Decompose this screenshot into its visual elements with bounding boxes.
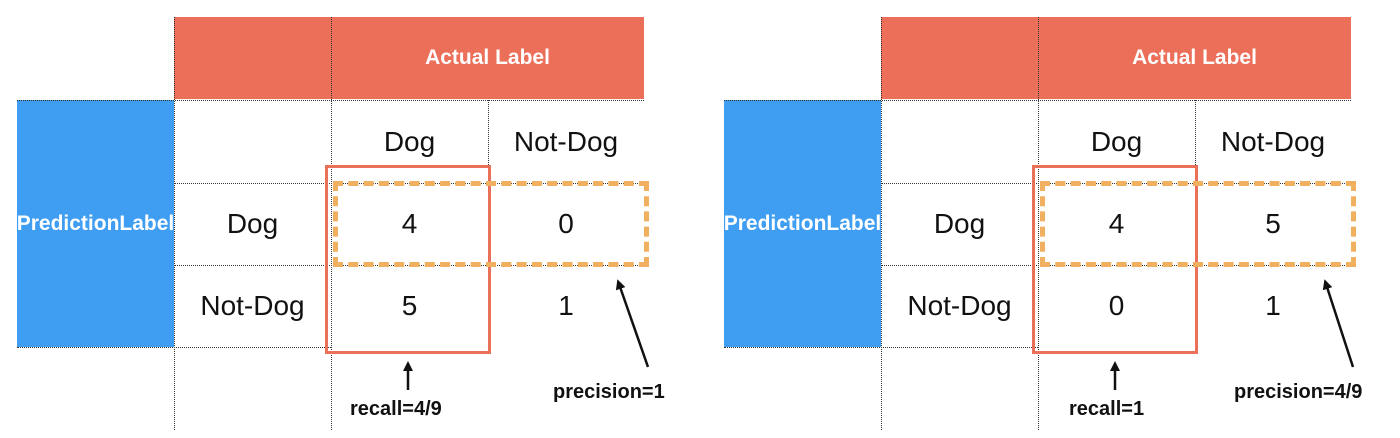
cell-true-positive: 4 [401,208,418,239]
cell-false-negative: 5 [401,290,418,321]
row-header-not-dog: Not-Dog [907,290,1012,321]
cell-true-negative: 1 [558,290,574,321]
row-header-dog: Dog [226,208,279,239]
prediction-label-line2: Label [826,211,882,235]
cell-false-positive: 0 [558,208,574,239]
confusion-matrix-2: Actual Label Prediction Label Dog Not-Do… [707,0,1400,438]
grid-line [17,100,644,101]
annotation-arrows [403,279,650,390]
prediction-label-text: Prediction Label [723,100,882,347]
row-header-not-dog: Not-Dog [200,290,305,321]
prediction-label-text: Prediction Label [16,100,175,347]
prediction-label-header [724,100,881,347]
recall-highlight-box [325,165,491,354]
confusion-matrix-1: Actual Label Prediction Label Dog Not-Do… [16,17,665,430]
recall-text: recall=4/9 [350,398,442,420]
actual-label-text: Actual Label [425,46,550,69]
precision-arrow [1322,279,1355,368]
actual-label-text: Actual Label [1132,46,1257,69]
col-header-dog: Dog [383,125,436,157]
annotation-arrows [1110,279,1355,390]
cell-false-negative: 0 [1108,290,1125,321]
grid-line [331,17,332,430]
col-header-not-dog: Not-Dog [1220,125,1326,157]
prediction-label-header [17,100,174,347]
row-header-dog: Dog [933,208,986,239]
grid-line [1038,17,1039,430]
grid-line [881,17,882,430]
actual-label-header [881,17,1351,99]
precision-highlight-box [1040,181,1356,267]
prediction-label-line2: Label [119,211,175,235]
grid-line [724,100,1351,101]
precision-arrow [615,279,650,368]
actual-label-header [174,17,644,99]
cell-true-positive: 4 [1108,208,1125,239]
prediction-label-line1: Prediction [16,211,120,235]
precision-text: precision=1 [553,381,665,403]
prediction-label-line1: Prediction [723,211,827,235]
recall-highlight-box [1032,165,1198,354]
precision-highlight-box [333,181,649,267]
grid-line [724,347,1038,348]
grid-line [17,347,331,348]
cell-false-positive: 5 [1265,208,1281,239]
recall-text: recall=1 [1069,398,1145,420]
grid-line [174,17,175,430]
precision-text: precision=4/9 [1234,381,1363,403]
col-header-not-dog: Not-Dog [513,125,619,157]
col-header-dog: Dog [1090,125,1143,157]
cell-true-negative: 1 [1265,290,1281,321]
